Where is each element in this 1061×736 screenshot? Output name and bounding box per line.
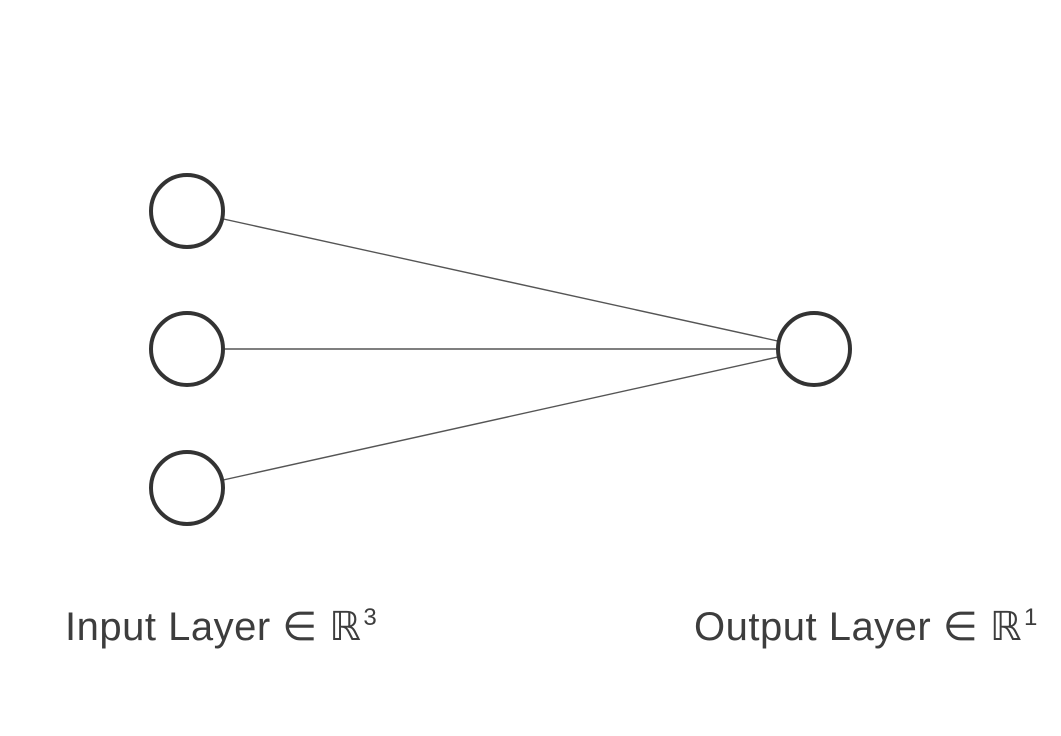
nodes-group <box>149 173 852 526</box>
output-layer-label-text: Output Layer ∈ ℝ <box>694 605 1022 649</box>
input-node <box>149 450 225 526</box>
input-node <box>149 173 225 249</box>
output-node <box>776 311 852 387</box>
edge <box>186 210 815 350</box>
edges-group <box>186 210 815 489</box>
input-layer-label: Input Layer ∈ ℝ3 <box>65 604 377 650</box>
edge <box>186 348 815 489</box>
output-layer-dimension: 1 <box>1024 604 1038 631</box>
output-layer-label: Output Layer ∈ ℝ1 <box>694 604 1038 650</box>
input-node <box>149 311 225 387</box>
input-layer-label-text: Input Layer ∈ ℝ <box>65 605 362 649</box>
input-layer-dimension: 3 <box>363 604 378 631</box>
